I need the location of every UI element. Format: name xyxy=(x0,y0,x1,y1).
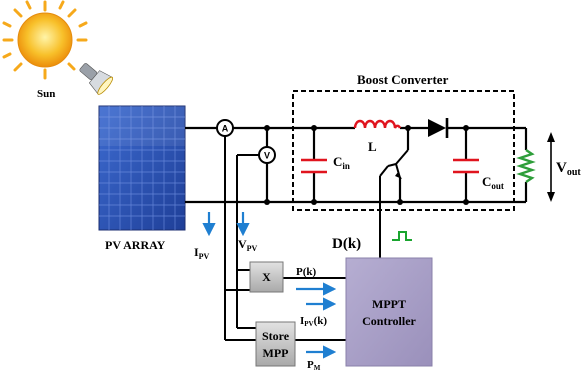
svg-text:V: V xyxy=(264,151,270,161)
vout-label: Vout xyxy=(556,160,581,178)
store-label: Store xyxy=(262,329,290,343)
boost-converter-label: Boost Converter xyxy=(357,72,449,87)
controller-line2: Controller xyxy=(362,314,416,328)
controller-line1: MPPT xyxy=(372,297,406,311)
capacitor-cin-icon xyxy=(301,158,327,174)
cin-label: Cin xyxy=(333,154,350,171)
mpp-label: MPP xyxy=(263,346,289,360)
inductor-icon xyxy=(353,119,402,129)
voltmeter-icon: V xyxy=(258,146,276,164)
ipv-label: IPV xyxy=(194,245,210,261)
signal-wires xyxy=(224,136,381,341)
pv-array-panel xyxy=(98,105,186,231)
dk-label: D(k) xyxy=(332,236,361,252)
power-wires xyxy=(185,126,528,204)
mppt-controller-block xyxy=(345,257,433,367)
capacitor-cout-icon xyxy=(453,158,479,174)
load-resistor-icon xyxy=(516,149,536,183)
vout-arrow-icon xyxy=(547,132,555,202)
sun-icon xyxy=(2,0,88,80)
switch-transistor-icon xyxy=(379,149,409,228)
switch-arrow-icon xyxy=(395,172,402,179)
inductor-label: L xyxy=(368,139,377,154)
cout-label: Cout xyxy=(482,174,504,191)
svg-text:A: A xyxy=(222,124,229,134)
vpv-label: VPV xyxy=(238,237,258,253)
pwm-pulse-icon xyxy=(392,231,412,241)
multiplier-label: X xyxy=(262,270,271,284)
sun-label: Sun xyxy=(37,88,55,100)
signal-arrows xyxy=(202,212,337,359)
ipvk-label: IPV(k) xyxy=(300,315,327,328)
store-mpp-block xyxy=(255,321,296,367)
pv-array-label: PV ARRAY xyxy=(105,238,166,252)
pk-label: P(k) xyxy=(296,266,317,278)
boost-converter-frame xyxy=(292,90,515,211)
ammeter-icon: A xyxy=(216,119,234,137)
light-beam-icon xyxy=(79,63,114,95)
junction-dots xyxy=(264,125,469,205)
multiplier-block xyxy=(249,261,284,293)
diode-icon xyxy=(428,118,449,138)
pm-label: PM xyxy=(307,359,321,372)
